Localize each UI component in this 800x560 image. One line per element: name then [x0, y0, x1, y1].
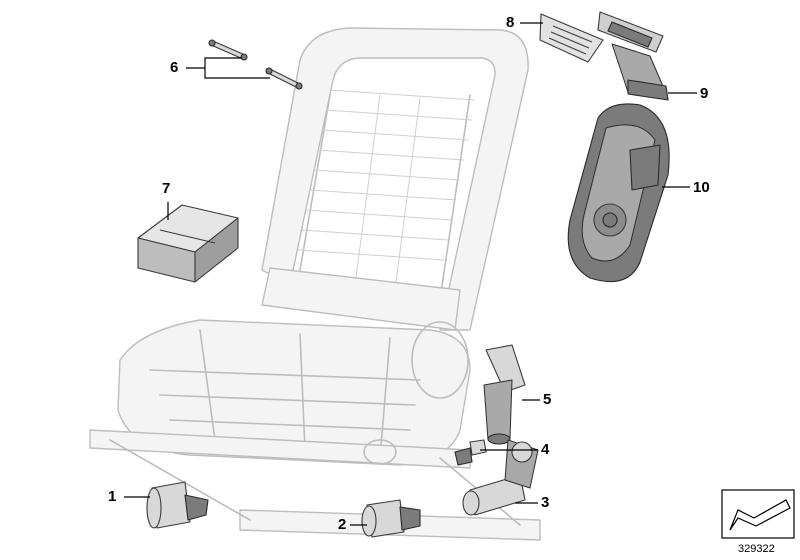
motor-part-5 [483, 344, 526, 445]
motor-part-3 [462, 439, 539, 516]
callout-8: 8 [506, 14, 515, 31]
seat-frame-ghost [89, 27, 541, 541]
connector-part-4 [454, 439, 487, 466]
backrest-panel-part-10 [567, 103, 670, 283]
callout-3: 3 [541, 494, 550, 511]
callout-2: 2 [338, 516, 347, 533]
document-number: 329322 [738, 543, 775, 555]
callout-9: 9 [700, 85, 709, 102]
spring-part-6 [208, 39, 303, 90]
callout-4: 4 [541, 441, 550, 458]
motor-part-2 [361, 499, 421, 538]
callout-7: 7 [162, 180, 171, 197]
grille-part-8 [539, 13, 604, 63]
callout-10: 10 [693, 179, 710, 196]
callout-6: 6 [170, 59, 179, 76]
foam-block-part-7 [137, 204, 239, 283]
motor-part-1 [146, 481, 209, 529]
document-stamp-icon [721, 489, 795, 539]
leader-lines [124, 22, 697, 526]
callout-1: 1 [108, 488, 117, 505]
callout-5: 5 [543, 391, 552, 408]
air-duct-part-9 [597, 11, 669, 101]
